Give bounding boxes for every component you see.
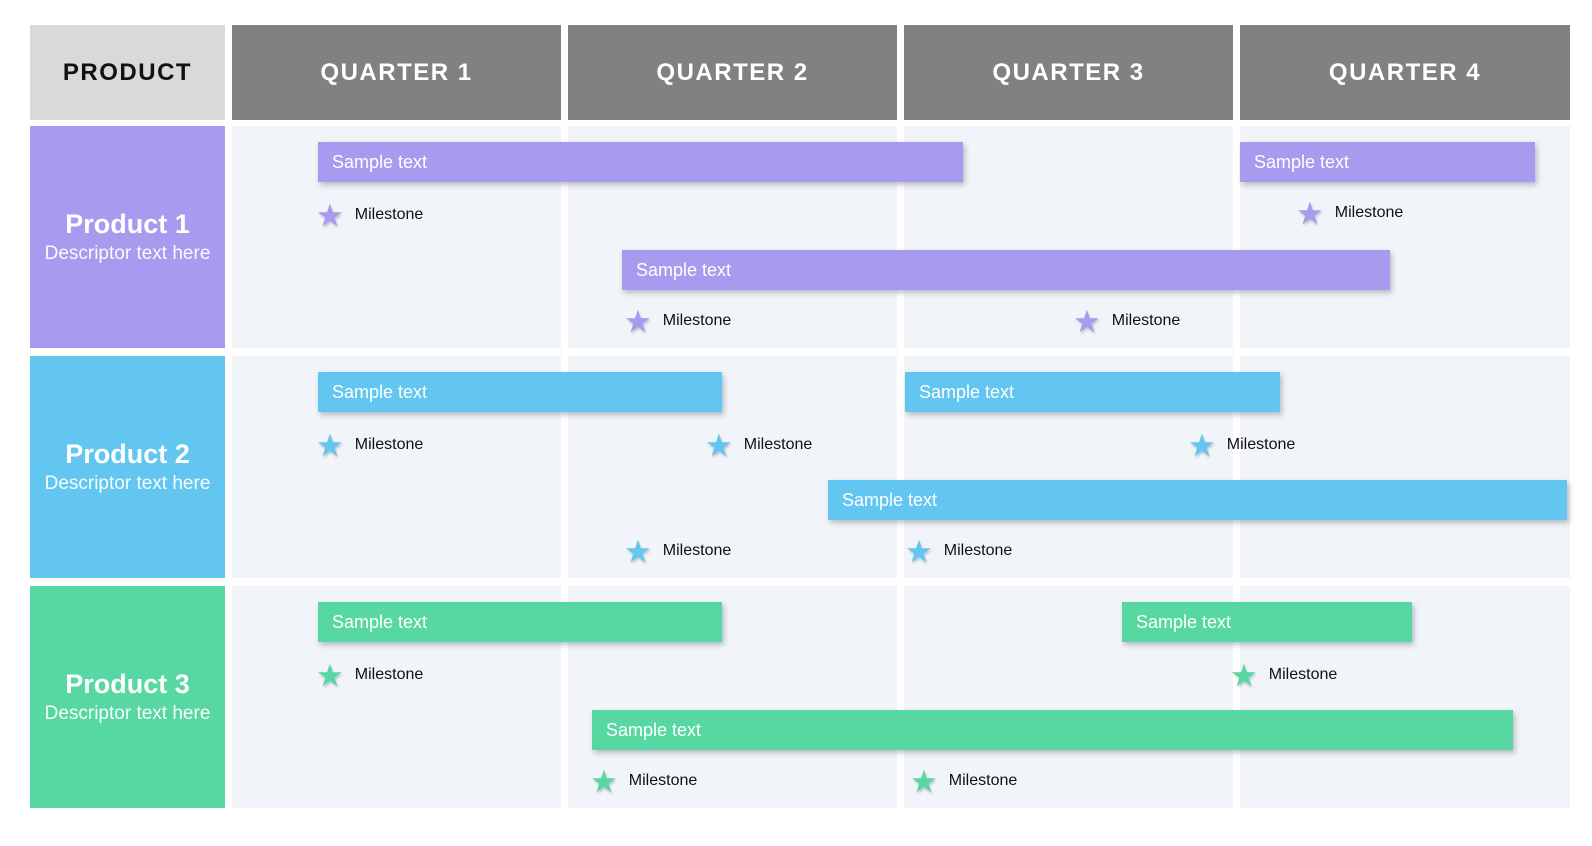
product-header-cell: PRODUCT (30, 25, 225, 120)
milestone-star-icon: ★ (316, 657, 344, 693)
milestone-label: Milestone (948, 772, 1018, 789)
product-label-box: Product 1 Descriptor text here (30, 126, 225, 348)
gantt-bar: Sample text (318, 372, 722, 412)
milestone-star-icon: ★ (624, 533, 652, 569)
bar-label: Sample text (332, 151, 428, 172)
gantt-bar: Sample text (1240, 142, 1535, 182)
gantt-bar: Sample text (905, 372, 1280, 412)
milestone-star-icon: ★ (1296, 195, 1324, 231)
milestone-star-icon: ★ (705, 427, 733, 463)
milestone-label: Milestone (1111, 312, 1181, 329)
milestone: ★ Milestone (1230, 658, 1337, 692)
quarter-header-cell: QUARTER 2 (568, 25, 897, 120)
gantt-bar: Sample text (318, 602, 722, 642)
product-name: Product 3 (65, 668, 190, 699)
bar-label: Sample text (332, 611, 428, 632)
milestone-label: Milestone (628, 772, 698, 789)
milestone-label: Milestone (354, 436, 424, 453)
gantt-bar: Sample text (828, 480, 1567, 520)
product-descriptor: Descriptor text here (44, 242, 211, 264)
milestone-star-icon: ★ (1188, 427, 1216, 463)
milestone: ★ Milestone (705, 428, 812, 462)
milestone: ★ Milestone (624, 304, 731, 338)
milestone-label: Milestone (354, 666, 424, 683)
milestone-star-icon: ★ (590, 763, 618, 799)
product-label-box: Product 3 Descriptor text here (30, 586, 225, 808)
bar-label: Sample text (1136, 611, 1232, 632)
milestone: ★ Milestone (316, 198, 423, 232)
milestone-star-icon: ★ (905, 533, 933, 569)
milestone-label: Milestone (943, 542, 1013, 559)
bar-label: Sample text (1254, 151, 1350, 172)
milestone: ★ Milestone (1296, 196, 1403, 230)
product-descriptor: Descriptor text here (44, 472, 211, 494)
milestone-label: Milestone (1226, 436, 1296, 453)
milestone-star-icon: ★ (910, 763, 938, 799)
product-name: Product 1 (65, 208, 190, 239)
bar-label: Sample text (919, 381, 1015, 402)
milestone-star-icon: ★ (624, 303, 652, 339)
quarter-header-cell: QUARTER 1 (232, 25, 561, 120)
milestone-label: Milestone (662, 542, 732, 559)
bar-label: Sample text (332, 381, 428, 402)
quarter-header-cell: QUARTER 4 (1240, 25, 1570, 120)
product-label-box: Product 2 Descriptor text here (30, 356, 225, 578)
milestone-star-icon: ★ (1230, 657, 1258, 693)
milestone: ★ Milestone (590, 764, 697, 798)
product-name: Product 2 (65, 438, 190, 469)
gantt-bar: Sample text (318, 142, 963, 182)
milestone-star-icon: ★ (1073, 303, 1101, 339)
gantt-bar: Sample text (622, 250, 1390, 290)
milestone-label: Milestone (1268, 666, 1338, 683)
milestone: ★ Milestone (316, 428, 423, 462)
gantt-bar: Sample text (592, 710, 1513, 750)
gantt-bar: Sample text (1122, 602, 1412, 642)
bar-label: Sample text (636, 259, 732, 280)
milestone-star-icon: ★ (316, 197, 344, 233)
milestone-label: Milestone (743, 436, 813, 453)
row-quarter-cell (1240, 356, 1570, 578)
quarter-header-cell: QUARTER 3 (904, 25, 1233, 120)
bar-label: Sample text (842, 489, 938, 510)
milestone-label: Milestone (354, 206, 424, 223)
product-descriptor: Descriptor text here (44, 702, 211, 724)
milestone-star-icon: ★ (316, 427, 344, 463)
milestone-label: Milestone (1334, 204, 1404, 221)
milestone-label: Milestone (662, 312, 732, 329)
bar-label: Sample text (606, 719, 702, 740)
milestone: ★ Milestone (624, 534, 731, 568)
milestone: ★ Milestone (910, 764, 1017, 798)
milestone: ★ Milestone (1073, 304, 1180, 338)
milestone: ★ Milestone (316, 658, 423, 692)
milestone: ★ Milestone (905, 534, 1012, 568)
milestone: ★ Milestone (1188, 428, 1295, 462)
